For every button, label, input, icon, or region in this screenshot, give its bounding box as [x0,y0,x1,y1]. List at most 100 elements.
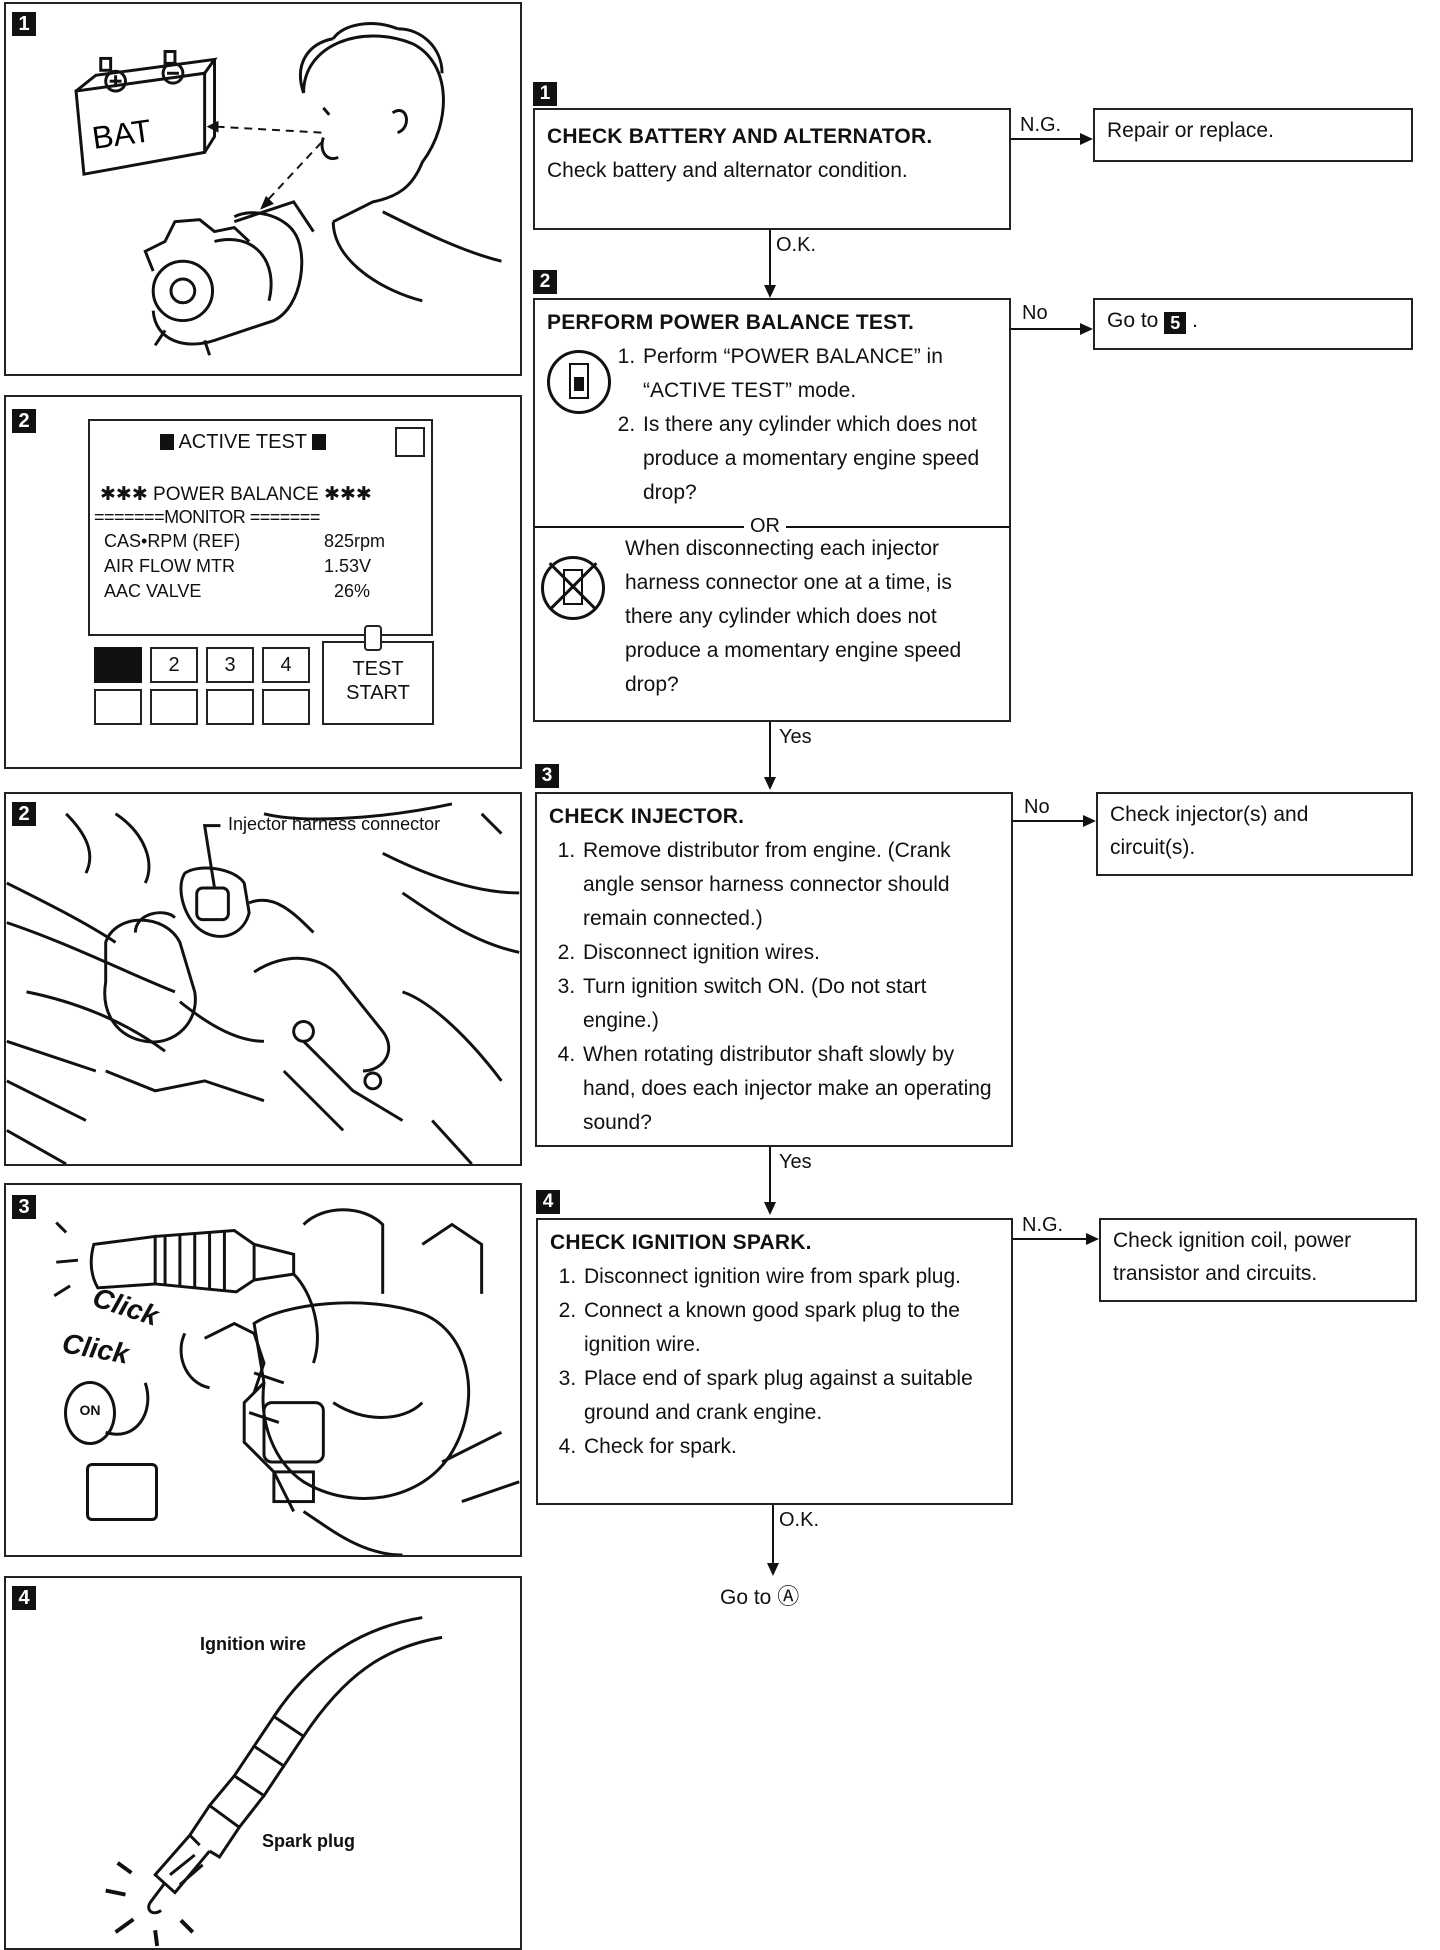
step3-list: Remove distributor from engine. (Crank a… [549,834,999,1140]
cylinder-2-button[interactable]: 2 [150,647,198,683]
distributor-illustration [53,1208,520,1555]
illustration-panel-spark-plug: 4 Ignition wire Spark plug [4,1576,522,1950]
step-number-badge: 3 [535,764,559,788]
step4-item: Place end of spark plug against a suitab… [582,1362,999,1430]
step2-box: PERFORM POWER BALANCE TEST. Perform “POW… [533,298,1011,722]
panel-number-badge: 4 [12,1586,36,1610]
step-number-badge: 1 [533,82,557,106]
ignition-key-icon: ON [64,1381,116,1445]
no-consult-icon [541,556,605,620]
step4-box: CHECK IGNITION SPARK. Disconnect ignitio… [536,1218,1013,1505]
step3-item: When rotating distributor shaft slowly b… [581,1038,999,1140]
ignition-wire-label: Ignition wire [200,1634,306,1654]
step4-item: Disconnect ignition wire from spark plug… [582,1260,999,1294]
step3-no-label: No [1024,796,1050,818]
square-icon [312,434,327,450]
panel-number-badge: 2 [12,409,36,433]
illustration-panel-injector-connector: 2 Injector harness connector [4,792,522,1166]
step2-no-label: No [1022,302,1048,324]
step1-title: CHECK BATTERY AND ALTERNATOR. [547,125,933,148]
step1-ok-label: O.K. [776,234,817,256]
row-label: AAC VALVE [104,581,202,601]
step4-side-box: Check ignition coil, power transistor an… [1099,1218,1417,1302]
blank-button[interactable] [206,689,254,725]
active-test-label: ACTIVE TEST [178,431,307,453]
goto-a-link[interactable]: Go to Ⓐ [720,1579,799,1611]
battery-alternator-illustration: BAT [74,22,502,356]
row-value: 26% [334,581,371,601]
step1-side-text: Repair or replace. [1107,119,1274,142]
spark-plug-illustration [105,1616,443,1947]
step3-yes-label: Yes [779,1151,812,1173]
cylinder-1-button[interactable] [94,647,142,683]
blank-button[interactable] [150,689,198,725]
panel-number-badge: 2 [12,802,36,826]
step2-list: Perform “POWER BALANCE” in “ACTIVE TEST”… [613,340,1021,510]
step4-list: Disconnect ignition wire from spark plug… [550,1260,999,1464]
start-label: START [346,682,410,704]
step-number-badge: 2 [533,270,557,294]
step3-item: Turn ignition switch ON. (Do not start e… [581,970,999,1038]
step2-side-suffix: . [1192,309,1198,332]
blank-button[interactable] [262,689,310,725]
step2-yes-label: Yes [779,726,812,748]
step3-title: CHECK INJECTOR. [549,805,745,828]
illustration-panel-injector-click: 3 Click Click ON [4,1183,522,1557]
step2-side-box: Go to 5 . [1093,298,1413,350]
monitor-line: =======MONITOR ======= [94,507,320,527]
step3-side-box: Check injector(s) and circuit(s). [1096,792,1413,876]
test-start-button[interactable]: TEST START [322,641,434,725]
step1-text: Check battery and alternator condition. [547,159,908,182]
screen-checkbox[interactable] [395,427,425,457]
consult-display: ACTIVE TEST ✱✱✱ POWER BALANCE ✱✱✱ ======… [88,419,433,636]
monitor-row: AIR FLOW MTR 1.53V [104,556,404,577]
step2-side-prefix: Go to [1107,309,1159,332]
step4-side-text: Check ignition coil, power transistor an… [1113,1229,1352,1285]
row-label: AIR FLOW MTR [104,556,235,576]
step4-item: Check for spark. [582,1430,999,1464]
step3-item: Remove distributor from engine. (Crank a… [581,834,999,936]
illustration-panel-consult-screen: 2 ACTIVE TEST ✱✱✱ POWER BALANCE ✱✱✱ ====… [4,395,522,769]
step4-item: Connect a known good spark plug to the i… [582,1294,999,1362]
cylinder-3-button[interactable]: 3 [206,647,254,683]
step2-item: Perform “POWER BALANCE” in “ACTIVE TEST”… [641,340,1021,408]
step1-side-box: Repair or replace. [1093,108,1413,162]
step3-item: Disconnect ignition wires. [581,936,999,970]
pointer-finger-icon [364,625,382,651]
step1-box: CHECK BATTERY AND ALTERNATOR. Check batt… [533,108,1011,230]
screen-title: ACTIVE TEST [160,431,327,454]
bat-label: BAT [90,112,154,156]
injector-connector-callout: Injector harness connector [228,814,441,834]
step2-consult-section: PERFORM POWER BALANCE TEST. Perform “POW… [535,300,1009,526]
blank-button[interactable] [94,689,142,725]
goto-step5-badge[interactable]: 5 [1164,312,1187,334]
spark-plug-label: Spark plug [262,1831,356,1851]
step4-ok-label: O.K. [779,1509,820,1531]
square-icon [160,434,174,450]
monitor-row: CAS•RPM (REF) 825rpm [104,531,404,552]
step4-ng-label: N.G. [1022,1214,1064,1236]
step-number-badge: 4 [536,1190,560,1214]
step3-box: CHECK INJECTOR. Remove distributor from … [535,792,1013,1147]
cylinder-4-button[interactable]: 4 [262,647,310,683]
row-value: 825rpm [324,531,386,551]
test-label: TEST [352,658,404,680]
consult-device-icon [569,363,589,399]
step3-side-text: Check injector(s) and circuit(s). [1110,803,1309,859]
goto-a-symbol: Ⓐ [777,1584,800,1609]
engine-injector-illustration [6,802,520,1164]
goto-a-prefix: Go to [720,1586,772,1609]
row-label: CAS•RPM (REF) [104,531,241,551]
monitor-row: AAC VALVE 26% [104,581,404,602]
illustration-panel-battery: 1 BAT [4,2,522,376]
step2-title: PERFORM POWER BALANCE TEST. [547,311,915,334]
step4-title: CHECK IGNITION SPARK. [550,1231,812,1254]
consult-icon [547,350,611,414]
panel-number-badge: 1 [12,12,36,36]
row-value: 1.53V [324,556,372,576]
power-balance-heading: ✱✱✱ POWER BALANCE ✱✱✱ [100,484,372,505]
on-label: ON [79,1402,101,1418]
step1-ng-label: N.G. [1020,114,1062,136]
step2-alt-text: When disconnecting each injector harness… [625,537,962,696]
engine-icon [86,1463,158,1521]
